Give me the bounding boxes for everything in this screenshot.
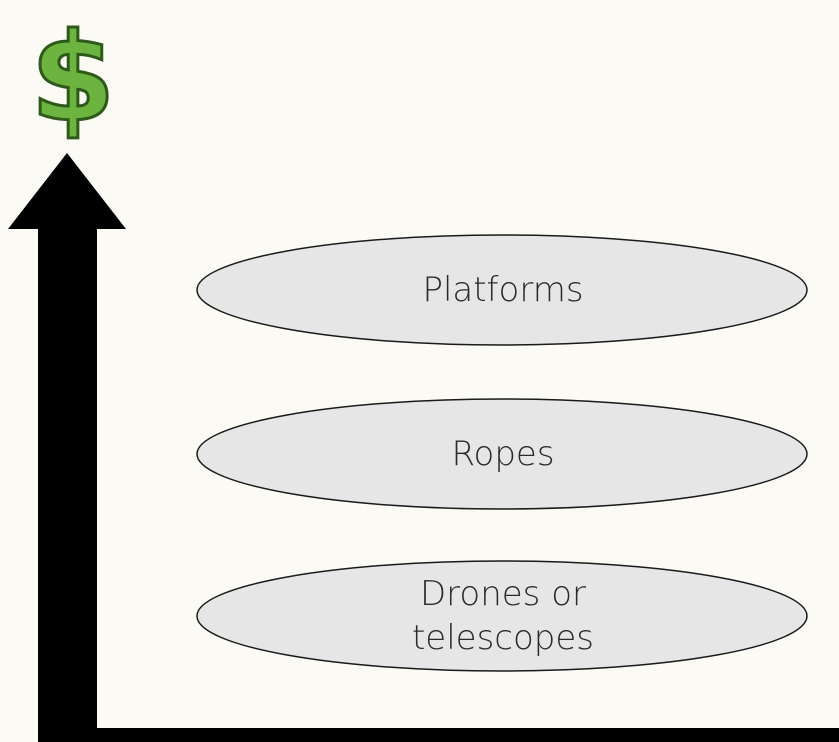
vertical-axis-arrow xyxy=(8,153,126,742)
ellipse-drones-or-telescopes xyxy=(196,560,808,672)
horizontal-axis-line xyxy=(38,728,839,742)
label-platforms: Platforms xyxy=(422,270,584,310)
ellipse-ropes xyxy=(196,398,808,510)
label-drones-or-telescopes: Drones or telescopes xyxy=(411,574,595,658)
ellipse-platforms xyxy=(196,234,808,346)
label-ropes: Ropes xyxy=(451,434,555,474)
dollar-sign-icon: $ xyxy=(31,7,116,149)
